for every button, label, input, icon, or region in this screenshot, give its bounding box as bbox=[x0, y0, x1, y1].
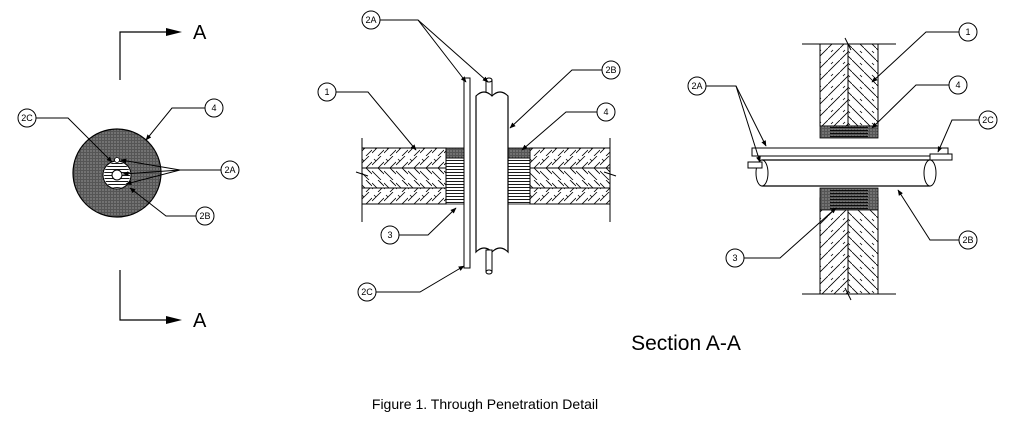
leader-1 bbox=[871, 31, 959, 83]
cut-label-bottom: A bbox=[193, 310, 207, 332]
break-mark bbox=[603, 171, 617, 177]
callout-label-2a: 2A bbox=[691, 81, 702, 91]
pipe-end-right bbox=[923, 159, 937, 187]
callout-label-2b: 2B bbox=[605, 65, 616, 75]
figure-caption: Figure 1. Through Penetration Detail bbox=[372, 396, 598, 412]
callout-label-4: 4 bbox=[955, 80, 960, 90]
tube-small bbox=[114, 157, 120, 163]
leader-3 bbox=[744, 207, 837, 259]
callout-label-2c: 2C bbox=[361, 287, 373, 297]
packing-bottom bbox=[830, 188, 868, 210]
slab-right-bottom bbox=[529, 187, 611, 205]
leader-4 bbox=[521, 111, 597, 151]
leader-3 bbox=[399, 207, 457, 236]
small-tube bbox=[463, 77, 471, 269]
callout-label-2a: 2A bbox=[224, 165, 235, 175]
callout-label-3: 3 bbox=[387, 230, 392, 240]
section-title: Section A-A bbox=[631, 332, 741, 355]
main-pipe bbox=[757, 159, 935, 187]
slab-left-bottom bbox=[361, 187, 447, 205]
slab-right-top bbox=[529, 147, 611, 169]
slab-left-top bbox=[361, 147, 447, 169]
section-view: 1 4 2C 2A 3 2B Section A-A bbox=[631, 22, 998, 355]
tube-bottom bbox=[485, 249, 493, 273]
leader-2a-2 bbox=[417, 19, 489, 83]
leader-1 bbox=[336, 91, 417, 151]
tube-left bbox=[747, 161, 763, 169]
leader-2a-2 bbox=[735, 85, 761, 163]
slab-right-mid bbox=[529, 167, 611, 189]
leader-2c bbox=[36, 117, 113, 163]
leader-2b bbox=[129, 187, 196, 217]
tube-bottom-end bbox=[485, 269, 493, 275]
leader-4 bbox=[871, 84, 949, 129]
slab-left-mid bbox=[361, 167, 447, 189]
wall-left-upper bbox=[819, 43, 849, 127]
pipe-core bbox=[111, 169, 123, 181]
elevation-view: 2A 2B 4 1 3 2C bbox=[317, 10, 621, 302]
break-mark bbox=[844, 37, 852, 51]
sealant-right bbox=[507, 147, 531, 159]
tube-right bbox=[929, 153, 953, 161]
plan-view: A A 2C 4 2A 2B bbox=[17, 22, 240, 332]
callout-label-1: 1 bbox=[324, 87, 329, 97]
leader-2a-2 bbox=[122, 169, 181, 177]
callout-label-3: 3 bbox=[732, 253, 737, 263]
callout-label-2a: 2A bbox=[365, 15, 376, 25]
leader-2c bbox=[937, 119, 979, 153]
arrow-head-icon bbox=[166, 316, 182, 324]
callout-label-2c: 2C bbox=[982, 115, 994, 125]
leader-4 bbox=[145, 107, 205, 141]
wall-right-lower bbox=[847, 197, 879, 295]
packing-right bbox=[507, 157, 531, 205]
leader-2a-1 bbox=[706, 85, 767, 147]
cut-line-bottom bbox=[119, 270, 170, 321]
callout-label-2c: 2C bbox=[21, 113, 33, 123]
break-mark bbox=[355, 171, 369, 177]
break-mark bbox=[844, 287, 852, 301]
main-pipe bbox=[475, 91, 509, 254]
leader-2a-3 bbox=[125, 169, 181, 185]
leader-2c bbox=[376, 265, 465, 293]
leader-2b bbox=[897, 189, 959, 241]
cut-label-top: A bbox=[193, 22, 207, 44]
callout-label-2b: 2B bbox=[962, 235, 973, 245]
wall-right-upper bbox=[847, 43, 879, 127]
leader-2b bbox=[509, 69, 602, 129]
callout-label-4: 4 bbox=[211, 103, 216, 113]
callout-label-2b: 2B bbox=[199, 211, 210, 221]
wall-left-lower bbox=[819, 197, 849, 295]
packing-top bbox=[830, 126, 868, 138]
callout-label-1: 1 bbox=[965, 27, 970, 37]
small-tube bbox=[751, 147, 949, 157]
cut-line-top bbox=[119, 31, 170, 80]
arrow-head-icon bbox=[166, 28, 182, 36]
callout-label-4: 4 bbox=[603, 107, 608, 117]
